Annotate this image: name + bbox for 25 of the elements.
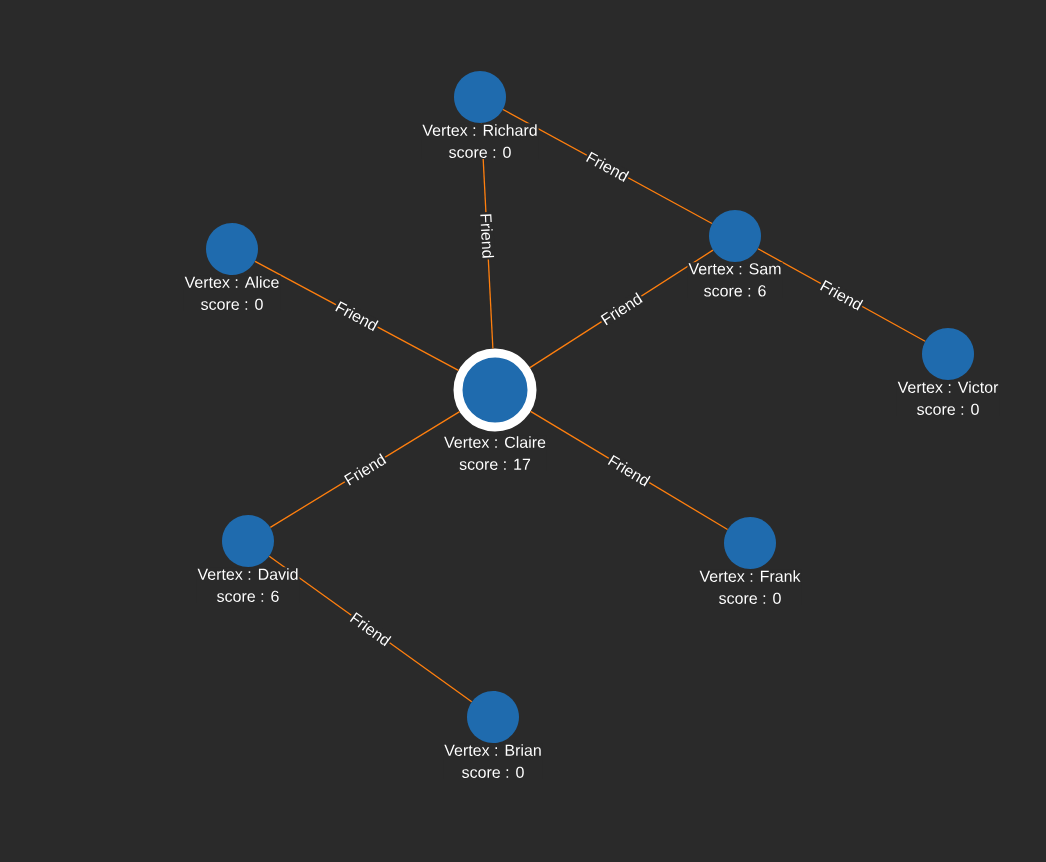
node-label: score : 6	[704, 285, 766, 297]
edge-label: Friend	[479, 211, 496, 260]
node-label: Vertex : David	[197, 568, 298, 580]
node-label: Vertex : Sam	[688, 263, 781, 275]
vertex-circle	[206, 223, 258, 275]
node-label: score : 0	[201, 298, 263, 310]
vertex-circle	[454, 71, 506, 123]
vertex-label: Vertex : Victor score : 0	[896, 380, 1000, 416]
vertex-label: Vertex : Sam score : 6	[687, 262, 783, 298]
vertex-label: Vertex : David score : 6	[196, 567, 300, 603]
node-label: score : 6	[217, 590, 279, 602]
vertex-circle	[453, 348, 537, 432]
vertex-circle	[467, 691, 519, 743]
vertex-circle	[922, 328, 974, 380]
vertex-circle	[222, 515, 274, 567]
node-label: Vertex : Alice	[184, 276, 279, 288]
vertex-circle	[724, 517, 776, 569]
node-label: score : 0	[449, 146, 511, 158]
node-label: Vertex : Richard	[422, 124, 537, 136]
vertex-label: Vertex : Richard score : 0	[421, 123, 539, 159]
vertex-circle	[709, 210, 761, 262]
vertex-label: Vertex : Frank score : 0	[698, 569, 802, 605]
vertex-label: Vertex : Brian score : 0	[443, 743, 543, 779]
vertex-label: Vertex : Alice score : 0	[183, 275, 281, 311]
vertex-label: Vertex : Claire score : 17	[443, 435, 547, 471]
